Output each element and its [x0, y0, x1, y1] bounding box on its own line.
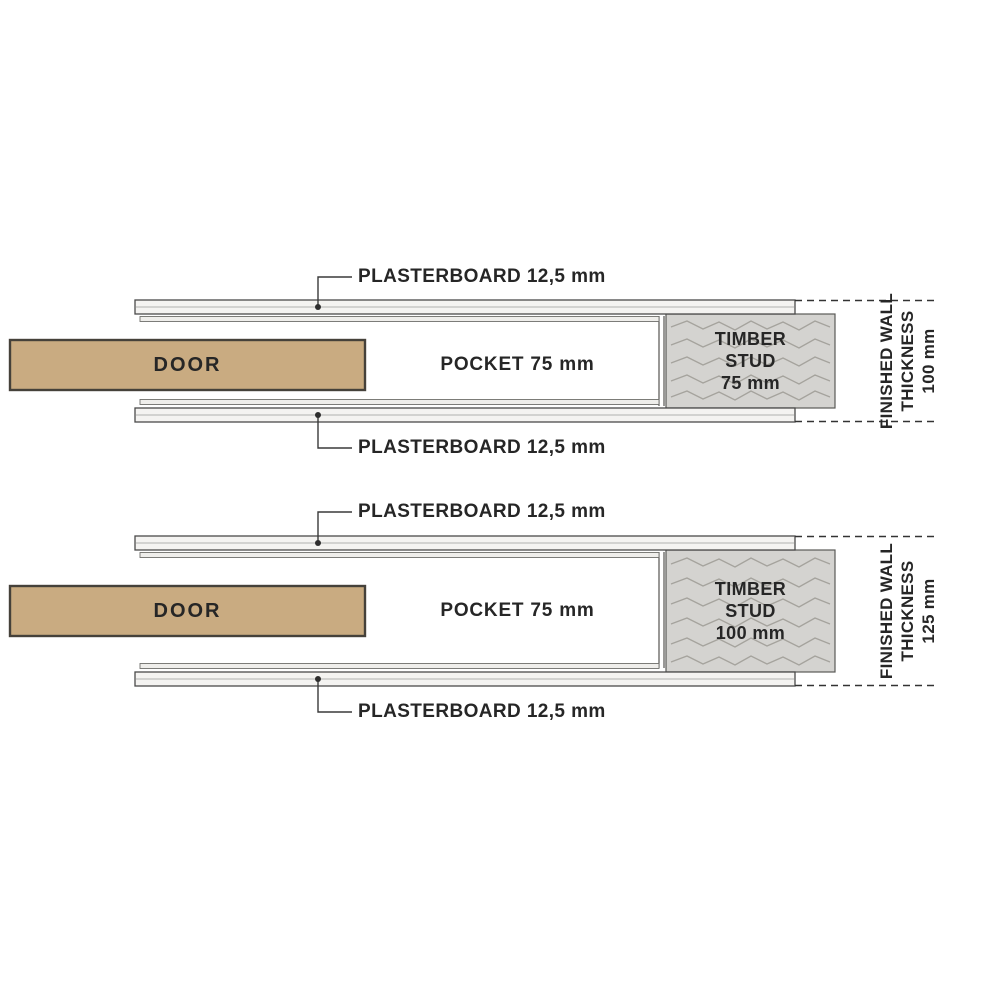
- pocket-rail-top: [139, 552, 660, 558]
- door-label: DOOR: [153, 353, 222, 376]
- timber-stud-label: TIMBER STUD 100 mm: [666, 550, 835, 672]
- wall-label-line: FINISHED WALL: [876, 292, 896, 430]
- diagram-top-drawing: [8, 276, 934, 449]
- pocket-rail-top: [139, 316, 660, 322]
- wall-label-line: 100 mm: [918, 328, 938, 394]
- door-label: DOOR: [153, 599, 222, 622]
- stud-label-line: STUD: [725, 601, 776, 621]
- leader-dot: [315, 540, 321, 546]
- stud-label-line: TIMBER: [714, 329, 787, 349]
- pocket-label: POCKET 75 mm: [440, 354, 595, 375]
- stud-label-line: 100 mm: [715, 623, 786, 643]
- diagram-bottom-drawing: [8, 511, 934, 713]
- pocket-rail-bottom: [139, 663, 660, 669]
- timber-stud-block: [665, 549, 836, 673]
- pocket-label: POCKET 75 mm: [440, 600, 595, 621]
- plasterboard-bottom-label: PLASTERBOARD 12,5 mm: [358, 701, 606, 722]
- finished-wall-thickness-label: FINISHED WALL THICKNESS 100 mm: [874, 276, 940, 446]
- plasterboard-top-label: PLASTERBOARD 12,5 mm: [358, 501, 606, 522]
- plasterboard-bottom-label: PLASTERBOARD 12,5 mm: [358, 437, 606, 458]
- timber-stud-label: TIMBER STUD 75 mm: [666, 314, 835, 408]
- stud-label-line: 75 mm: [720, 373, 781, 393]
- leader-dot: [315, 304, 321, 310]
- wall-label-line: THICKNESS: [897, 310, 917, 412]
- leader-line: [317, 276, 352, 307]
- leader-dot: [315, 676, 321, 682]
- pocket-rail-bottom: [139, 399, 660, 405]
- leader-line: [317, 511, 352, 543]
- door-panel: [8, 584, 367, 638]
- leader-dot: [315, 412, 321, 418]
- door-panel: [8, 338, 367, 392]
- leader-line: [317, 415, 352, 449]
- plasterboard-top-label: PLASTERBOARD 12,5 mm: [358, 266, 606, 287]
- wall-label-line: THICKNESS: [897, 560, 917, 662]
- wall-label-line: FINISHED WALL: [876, 542, 896, 680]
- finished-wall-thickness-label: FINISHED WALL THICKNESS 125 mm: [874, 526, 940, 696]
- stud-label-line: TIMBER: [714, 579, 787, 599]
- stud-label-line: STUD: [725, 351, 776, 371]
- wall-label-line: 125 mm: [918, 578, 938, 644]
- leader-line: [317, 679, 352, 713]
